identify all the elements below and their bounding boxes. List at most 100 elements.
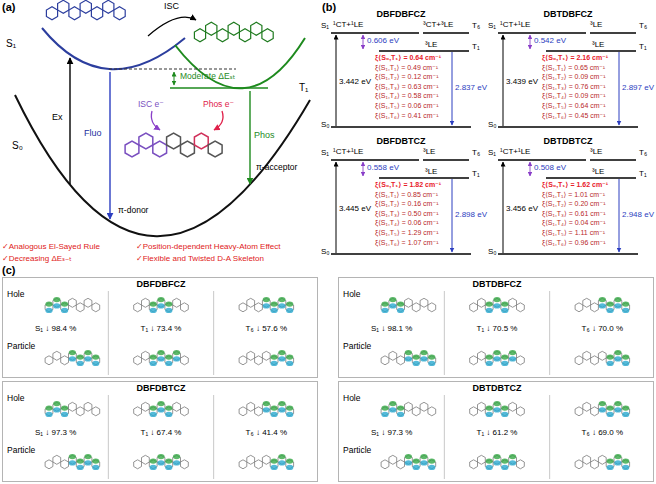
feature-bullet: ✓Decreasing ΔEₛ₋ₜ: [2, 254, 72, 263]
orbital-lobe: [77, 354, 84, 359]
transition-value: S₁ ↓ 97.3 %: [371, 428, 412, 437]
orbital-lobe: [165, 361, 172, 366]
soc-value: ξ⟨S₀,T₁⟩ = 1.82 cm⁻¹: [375, 181, 441, 189]
energy-value: 2.837 eV: [455, 83, 487, 92]
soc-value: ξ⟨S₁,T₁⟩ = 0.65 cm⁻¹: [542, 64, 605, 72]
orbital-lobe: [271, 465, 278, 470]
orbital-lobe: [614, 356, 621, 361]
ring: [134, 407, 142, 416]
ring: [69, 298, 77, 307]
molecule: [470, 297, 525, 313]
state-label: T₆: [472, 21, 480, 30]
orbital-lobe: [486, 301, 493, 306]
orbital-lobe: [150, 361, 157, 366]
orbital-lobe: [509, 350, 516, 355]
orbital-lobe: [278, 356, 285, 361]
molecule: [470, 401, 525, 417]
row-label: Particle: [7, 446, 35, 456]
ring: [478, 351, 486, 360]
orbital-lobe: [84, 356, 91, 361]
ring: [420, 402, 428, 411]
orbital-lobe: [271, 412, 278, 417]
orbital-lobe: [501, 301, 508, 306]
t1-energy-arrow: [452, 52, 453, 125]
ring: [173, 298, 181, 307]
orbital-lobe: [381, 405, 388, 410]
ring: [428, 303, 436, 312]
ring: [239, 407, 247, 416]
orbital-lobe: [278, 303, 285, 308]
orbital-lobe: [286, 301, 293, 306]
transition-value: T₁ ↓ 70.5 %: [477, 324, 518, 333]
ring: [181, 460, 189, 469]
orbital-lobe: [622, 405, 629, 410]
molecule: [381, 350, 436, 366]
orbital-lobe: [173, 454, 180, 459]
transition-value: T₆ ↓ 57.6 %: [246, 324, 287, 333]
orbital-lobe: [622, 301, 629, 306]
molecule: [239, 401, 294, 417]
ring: [575, 356, 583, 365]
orbital-lobe: [501, 458, 508, 463]
orbital-lobe: [271, 308, 278, 313]
orbital-lobe: [92, 465, 99, 470]
orbital-lobe: [69, 350, 76, 355]
orbital-lobe: [622, 465, 629, 470]
orbital-lobe: [271, 361, 278, 366]
orbital-lobe: [173, 356, 180, 361]
ring: [420, 298, 428, 307]
ring: [153, 141, 167, 157]
compound-title: DBFDBFCZ: [137, 279, 186, 289]
ring: [46, 7, 57, 20]
orbital-lobe: [420, 460, 427, 465]
orbital-lobe: [263, 303, 270, 308]
compound-title: DBTDBFCZ: [544, 9, 593, 19]
t1-energy-arrow: [452, 179, 453, 252]
orbital-lobe: [405, 454, 412, 459]
ring: [103, 0, 114, 13]
orbital-lobe: [61, 405, 68, 410]
state-label: S₀: [488, 247, 497, 256]
state-label: T₁: [639, 42, 647, 51]
row-label: Hole: [7, 394, 24, 404]
gap-arrow: [363, 162, 364, 176]
nto-panel: DBFDBFCZHoleParticleS₁ ↓ 98.4 %T₁ ↓ 73.4…: [2, 277, 318, 378]
ring: [58, 0, 69, 13]
soc-value: ξ⟨S₁,T₄⟩ = 0.09 cm⁻¹: [542, 92, 606, 100]
t1-energy-arrow: [619, 179, 620, 252]
molecule: [239, 454, 294, 470]
orbital-lobe: [69, 460, 76, 465]
orbital-lobe: [607, 458, 614, 463]
molecule: [125, 133, 222, 157]
isc-electron-arrow: [151, 111, 160, 130]
orbital-lobe: [413, 361, 420, 366]
orbital-lobe: [486, 361, 493, 366]
orbital-lobe: [420, 350, 427, 355]
gap-value: 0.606 eV: [367, 36, 399, 45]
process-label: Phos: [254, 130, 275, 140]
orbital-lobe: [157, 297, 164, 302]
ring: [80, 0, 91, 13]
orbital-lobe: [61, 412, 68, 417]
ring: [114, 7, 125, 20]
orbital-lobe: [614, 454, 621, 459]
soc-value: ξ⟨S₁,T₆⟩ = 0.96 cm⁻¹: [542, 239, 606, 247]
row-label: Hole: [7, 290, 24, 300]
gap-value: 0.542 eV: [534, 36, 566, 45]
orbital-lobe: [157, 303, 164, 308]
fragment-label: π-donor: [118, 206, 148, 216]
compound-title: DBTDBTCZ: [473, 383, 522, 393]
orbital-lobe: [263, 407, 270, 412]
ring: [583, 351, 591, 360]
ring: [517, 356, 525, 365]
orbital-lobe: [278, 454, 285, 459]
orbital-lobe: [486, 354, 493, 359]
orbital-lobe: [607, 301, 614, 306]
orbital-lobe: [493, 407, 500, 412]
ring: [509, 298, 517, 307]
orbital-lobe: [428, 465, 435, 470]
compound-title: DBFDBTCZ: [377, 136, 426, 146]
orbital-lobe: [165, 412, 172, 417]
ring: [206, 22, 217, 35]
orbital-lobe: [501, 354, 508, 359]
